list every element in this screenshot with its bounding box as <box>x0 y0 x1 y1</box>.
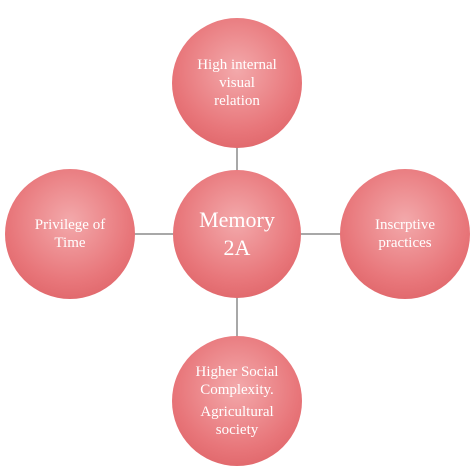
node-bottom-line-1: Higher Social <box>195 364 279 380</box>
node-left-line-1: Privilege of <box>34 217 106 233</box>
node-left: Privilege of Time <box>5 169 135 299</box>
node-bottom-line-3: Agricultural <box>200 404 274 420</box>
node-right-line-2: practices <box>378 235 432 251</box>
node-bottom-line-4: society <box>215 422 259 438</box>
node-bottom-line-2: Complexity. <box>200 382 274 398</box>
node-top-line-2: visual <box>219 75 255 91</box>
node-right-line-1: Inscrptive <box>375 217 435 233</box>
node-center-line-2: 2A <box>223 235 251 260</box>
node-center: Memory 2A <box>173 170 301 298</box>
node-left-line-2: Time <box>54 235 86 251</box>
node-bottom: Higher Social Complexity. Agricultural s… <box>172 336 302 466</box>
node-right: Inscrptive practices <box>340 169 470 299</box>
node-top: High internal visual relation <box>172 18 302 148</box>
node-center-line-1: Memory <box>199 207 275 232</box>
node-top-line-1: High internal <box>197 57 277 73</box>
node-top-line-3: relation <box>214 93 260 109</box>
